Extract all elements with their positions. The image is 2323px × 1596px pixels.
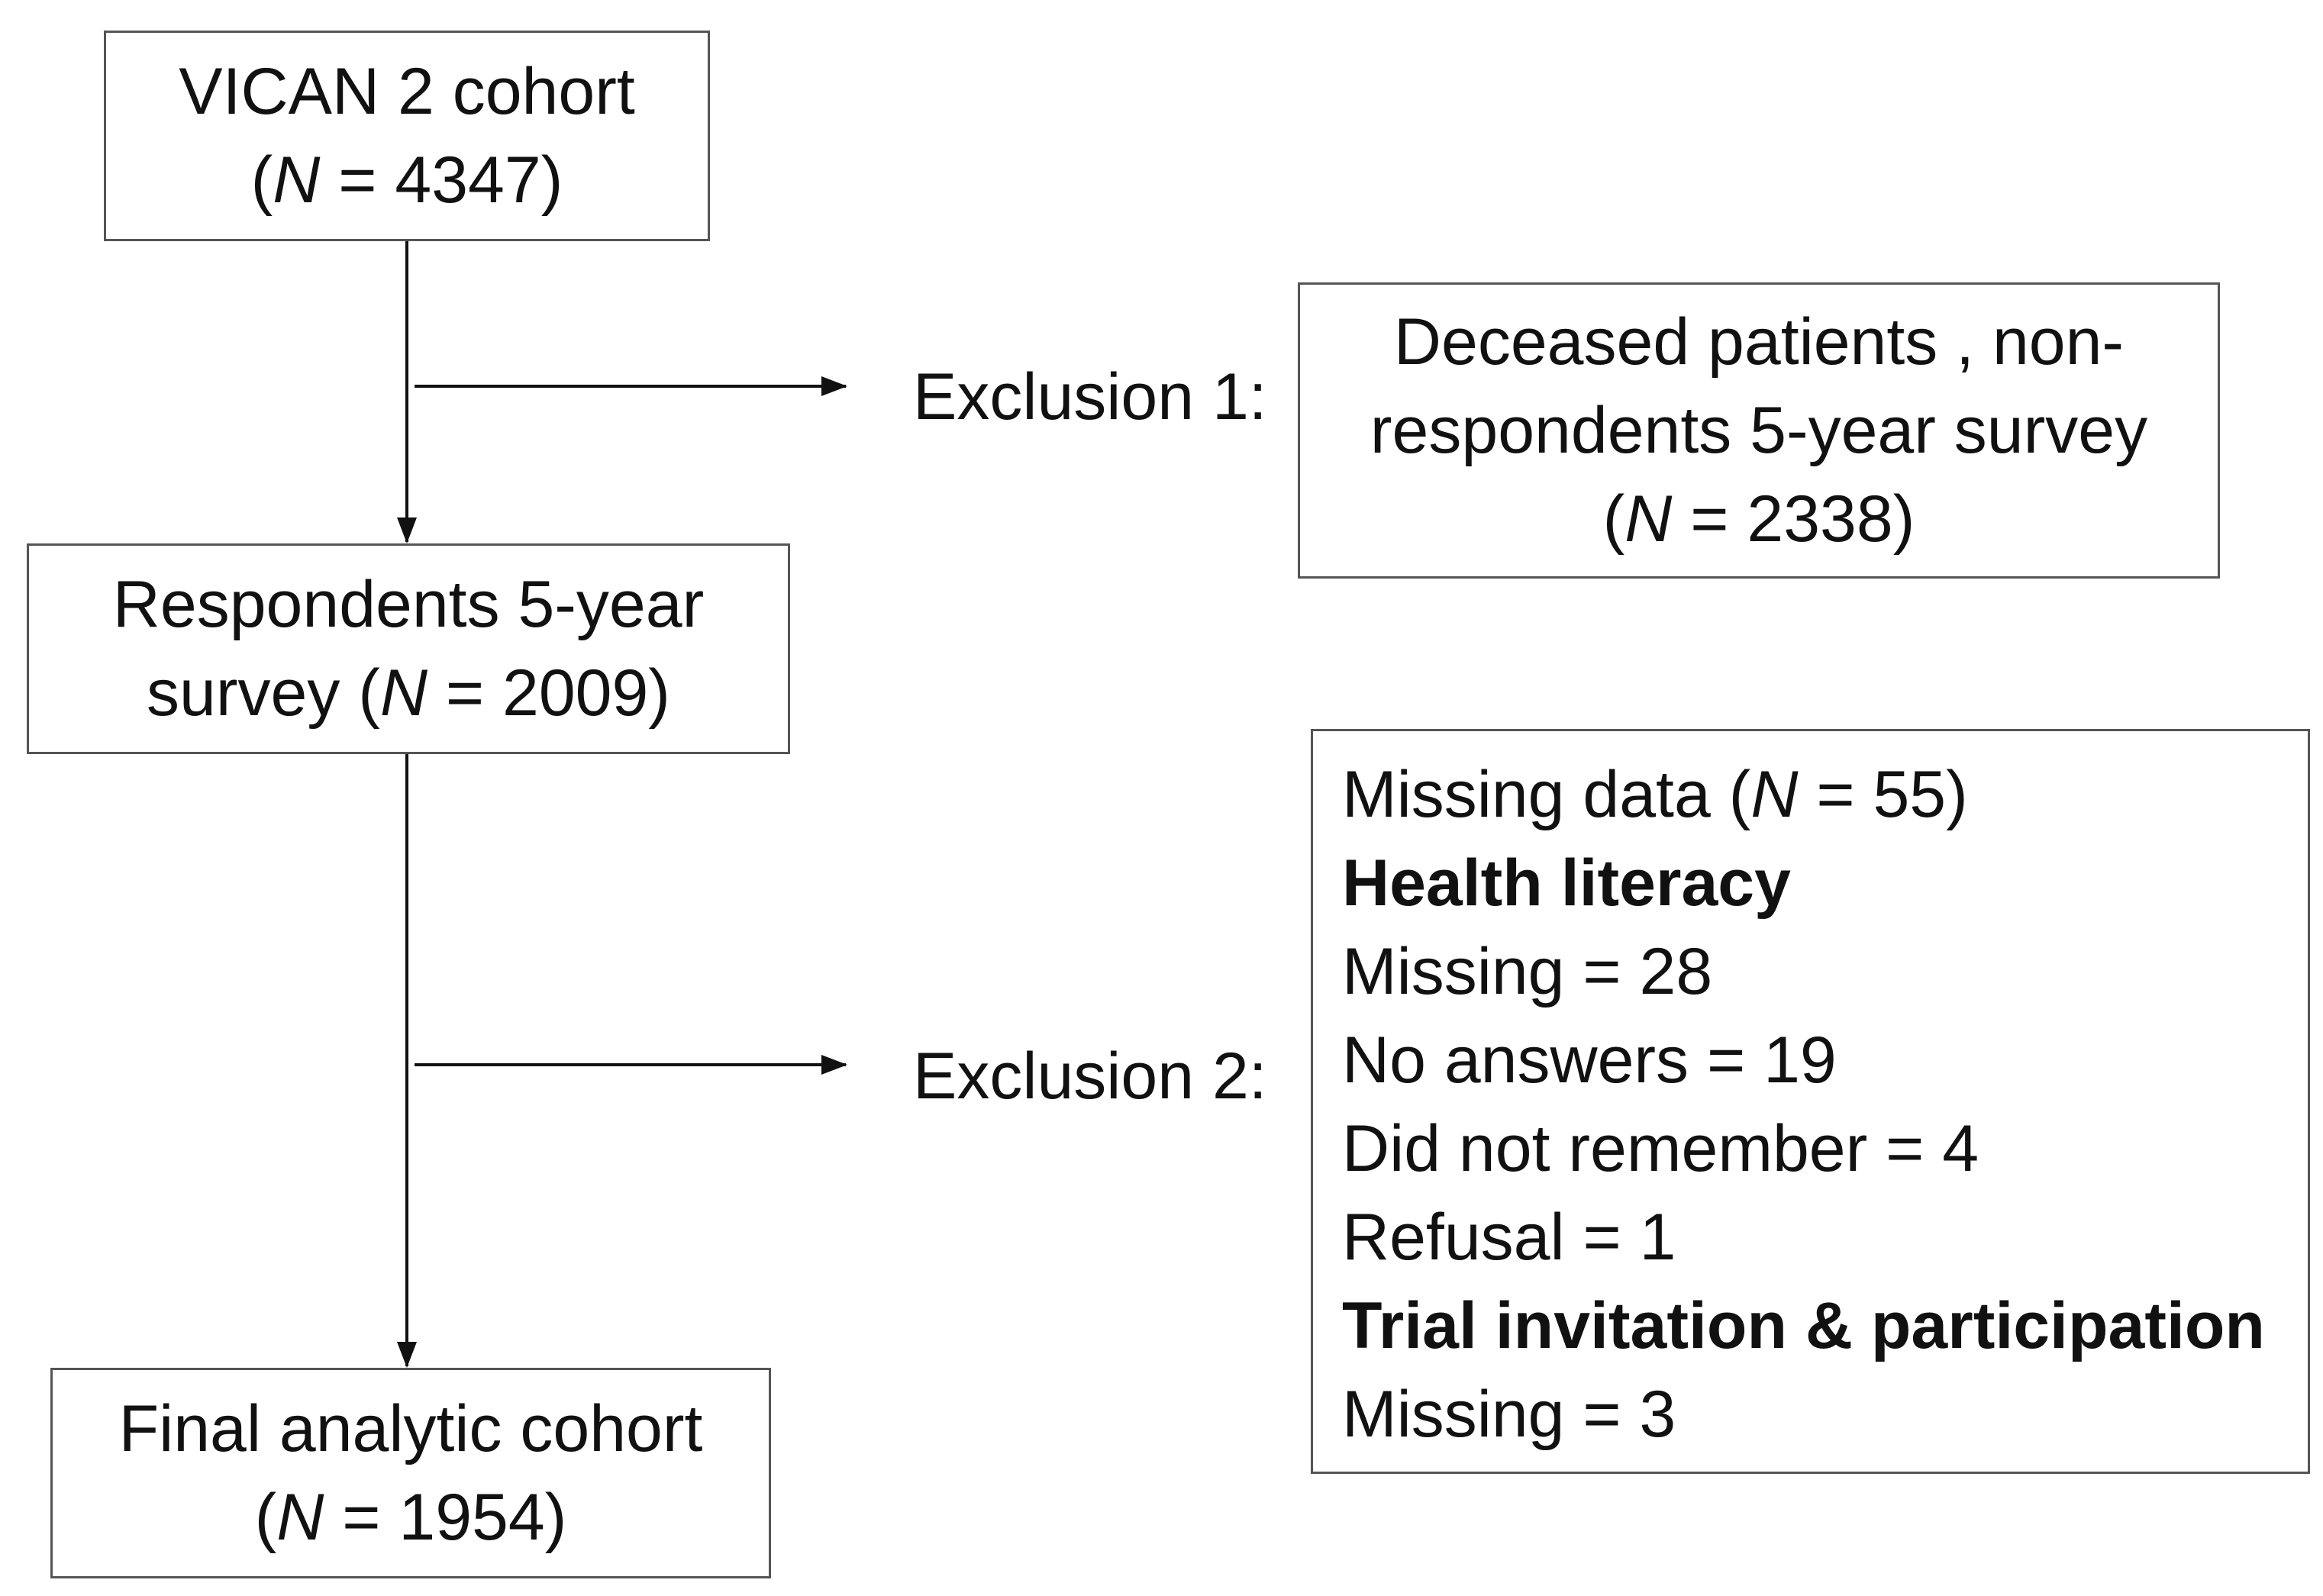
- missing-data-value: = 55): [1798, 758, 1968, 831]
- trial-invitation-heading: Trial invitation & participation: [1342, 1289, 2265, 1362]
- missing-data-line: Missing data (N = 55): [1342, 750, 1968, 839]
- exclusion-1-count-value: = 2338): [1672, 482, 1915, 556]
- respondents-count: survey (N = 2009): [147, 649, 670, 737]
- exclusion-1-count-open: (: [1602, 482, 1625, 556]
- exclusion-1-line-2: respondents 5-year survey: [1370, 394, 2148, 467]
- final-cohort-count: (N = 1954): [255, 1473, 567, 1562]
- health-literacy-missing: Missing = 28: [1342, 935, 1713, 1008]
- respondents-title: Respondents 5-year: [112, 568, 705, 641]
- final-cohort-box: Final analytic cohort (N = 1954): [50, 1368, 771, 1578]
- exclusion-1-n-symbol: N: [1624, 482, 1673, 556]
- exclusion-2-box: Missing data (N = 55) Health literacy Mi…: [1311, 729, 2310, 1474]
- health-literacy-heading: Health literacy: [1342, 846, 1791, 920]
- final-count-value: = 1954): [324, 1481, 567, 1554]
- vican-cohort-box: VICAN 2 cohort (N = 4347): [104, 31, 710, 241]
- final-cohort-title: Final analytic cohort: [118, 1392, 703, 1465]
- exclusion-2-label: Exclusion 2:: [913, 1040, 1267, 1113]
- respondents-count-value: = 2009): [427, 656, 670, 730]
- respondents-box: Respondents 5-year survey (N = 2009): [27, 543, 790, 754]
- cohort-count-open: (: [250, 143, 273, 217]
- trial-missing: Missing = 3: [1342, 1378, 1676, 1451]
- exclusion-1-label: Exclusion 1:: [913, 360, 1267, 434]
- cohort-n-symbol: N: [273, 143, 321, 217]
- health-literacy-did-not-remember: Did not remember = 4: [1342, 1112, 1979, 1185]
- missing-data-n-symbol: N: [1750, 758, 1799, 831]
- respondents-count-prefix: survey (: [147, 656, 380, 730]
- health-literacy-no-answers: No answers = 19: [1342, 1024, 1837, 1097]
- exclusion-1-line-1: Deceased patients , non-: [1393, 305, 2125, 379]
- cohort-count-value: = 4347): [320, 143, 563, 217]
- health-literacy-refusal: Refusal = 1: [1342, 1201, 1676, 1274]
- exclusion-1-box: Deceased patients , non- respondents 5-y…: [1298, 282, 2220, 579]
- final-count-open: (: [254, 1481, 277, 1554]
- missing-data-prefix: Missing data (: [1342, 758, 1751, 831]
- final-n-symbol: N: [276, 1481, 324, 1554]
- respondents-n-symbol: N: [379, 656, 427, 730]
- cohort-title: VICAN 2 cohort: [179, 55, 635, 128]
- exclusion-1-count: (N = 2338): [1603, 475, 1915, 563]
- cohort-count: (N = 4347): [251, 136, 563, 224]
